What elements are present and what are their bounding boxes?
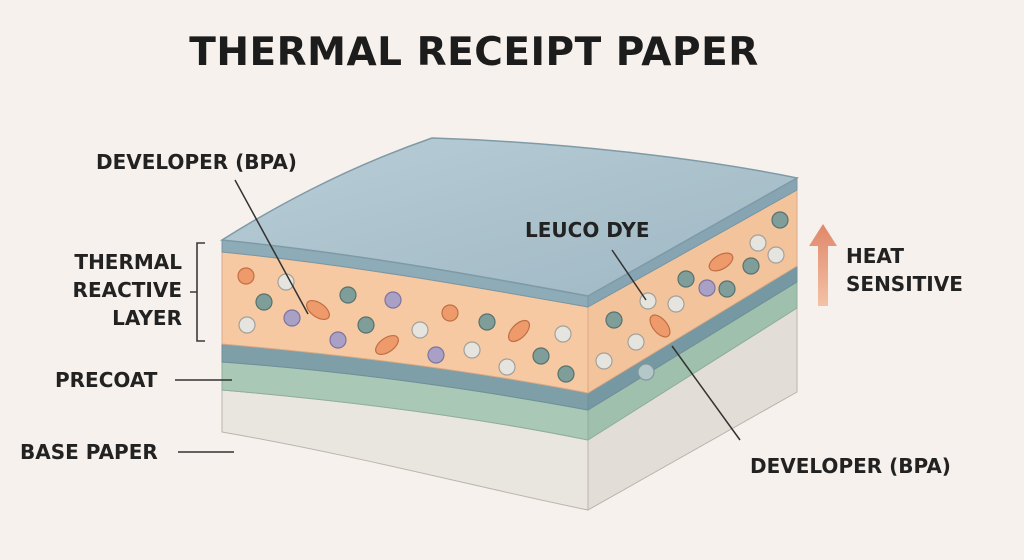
particle — [329, 331, 347, 349]
particle — [605, 311, 623, 329]
particle — [384, 291, 402, 309]
leader-line-leuco-dye — [611, 249, 647, 301]
particle — [463, 341, 481, 359]
label-developer-top: DEVELOPER (BPA) — [96, 150, 297, 174]
particle — [767, 246, 785, 264]
label-base-paper: BASE PAPER — [20, 440, 158, 464]
developer-particle — [507, 319, 531, 343]
label-thermal-line-2: REACTIVE — [72, 278, 182, 302]
particle — [255, 293, 273, 311]
particle — [554, 325, 572, 343]
particle — [718, 280, 736, 298]
diagram-title: THERMAL RECEIPT PAPER — [189, 30, 759, 75]
particle — [357, 316, 375, 334]
particle — [637, 363, 655, 381]
particle — [339, 286, 357, 304]
particle — [698, 279, 716, 297]
particle — [677, 270, 695, 288]
label-thermal-line-3: LAYER — [112, 306, 182, 330]
particle — [283, 309, 301, 327]
developer-particle — [375, 334, 399, 356]
particle — [771, 211, 789, 229]
top-coat-surface — [219, 137, 800, 297]
thermal-layer-bracket — [190, 242, 205, 342]
particle — [238, 316, 256, 334]
developer-particle — [649, 314, 671, 338]
developer-particle — [306, 299, 330, 321]
particle — [441, 304, 459, 322]
label-thermal-reactive-layer: THERMAL REACTIVE LAYER — [40, 248, 182, 332]
particle — [749, 234, 767, 252]
label-heat-line-1: HEAT — [846, 244, 904, 268]
particles-group — [237, 211, 789, 383]
particle — [557, 365, 575, 383]
particle — [237, 267, 255, 285]
particle — [667, 295, 685, 313]
label-developer-bottom: DEVELOPER (BPA) — [750, 454, 951, 478]
particle — [627, 333, 645, 351]
label-leuco-dye: LEUCO DYE — [525, 218, 650, 242]
particle — [532, 347, 550, 365]
particle — [277, 273, 295, 291]
particle — [478, 313, 496, 331]
label-heat-line-2: SENSITIVE — [846, 272, 963, 296]
leader-line-developer-top — [234, 179, 309, 315]
label-thermal-line-1: THERMAL — [74, 250, 182, 274]
particle — [595, 352, 613, 370]
particle — [742, 257, 760, 275]
label-heat-sensitive: HEAT SENSITIVE — [846, 242, 963, 298]
particle — [498, 358, 516, 376]
leader-line-developer-bottom — [671, 345, 741, 441]
particle — [427, 346, 445, 364]
developer-particle — [708, 252, 734, 272]
label-precoat: PRECOAT — [55, 368, 158, 392]
up-arrow-icon — [809, 224, 837, 306]
particle — [411, 321, 429, 339]
